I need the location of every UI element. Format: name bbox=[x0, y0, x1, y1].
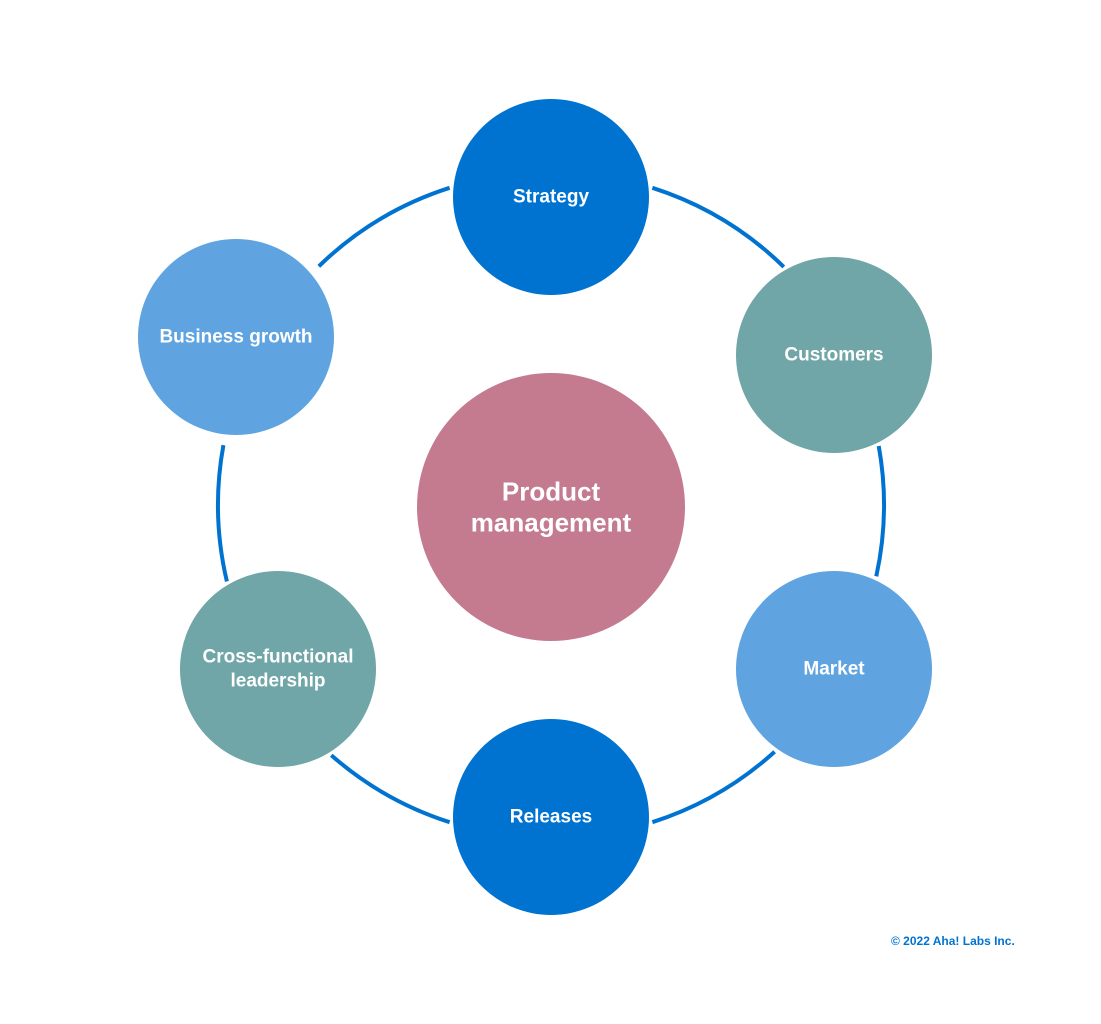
node-circle bbox=[736, 571, 932, 767]
node-strategy: Strategy bbox=[453, 99, 649, 295]
ring-segment bbox=[216, 444, 229, 582]
node-releases: Releases bbox=[453, 719, 649, 915]
ring-segment bbox=[651, 750, 776, 825]
ring-segment bbox=[651, 185, 786, 269]
ring-segment bbox=[317, 185, 451, 268]
node-circle bbox=[453, 99, 649, 295]
copyright-notice: © 2022 Aha! Labs Inc. bbox=[891, 934, 1015, 948]
node-circle bbox=[180, 571, 376, 767]
node-circle bbox=[736, 257, 932, 453]
node-customers: Customers bbox=[736, 257, 932, 453]
node-market: Market bbox=[736, 571, 932, 767]
ring-segment bbox=[329, 753, 451, 825]
center-circle bbox=[417, 373, 685, 641]
ring-segment bbox=[874, 445, 886, 577]
node-business-growth: Business growth bbox=[138, 239, 334, 435]
node-label: Strategy bbox=[513, 187, 589, 208]
node-label: Customers bbox=[784, 345, 883, 366]
node-circle bbox=[138, 239, 334, 435]
node-label: Market bbox=[803, 659, 865, 680]
node-circle bbox=[453, 719, 649, 915]
connector-ring bbox=[216, 185, 886, 825]
node-label: Releases bbox=[510, 807, 592, 828]
node-label: Business growth bbox=[159, 327, 312, 348]
